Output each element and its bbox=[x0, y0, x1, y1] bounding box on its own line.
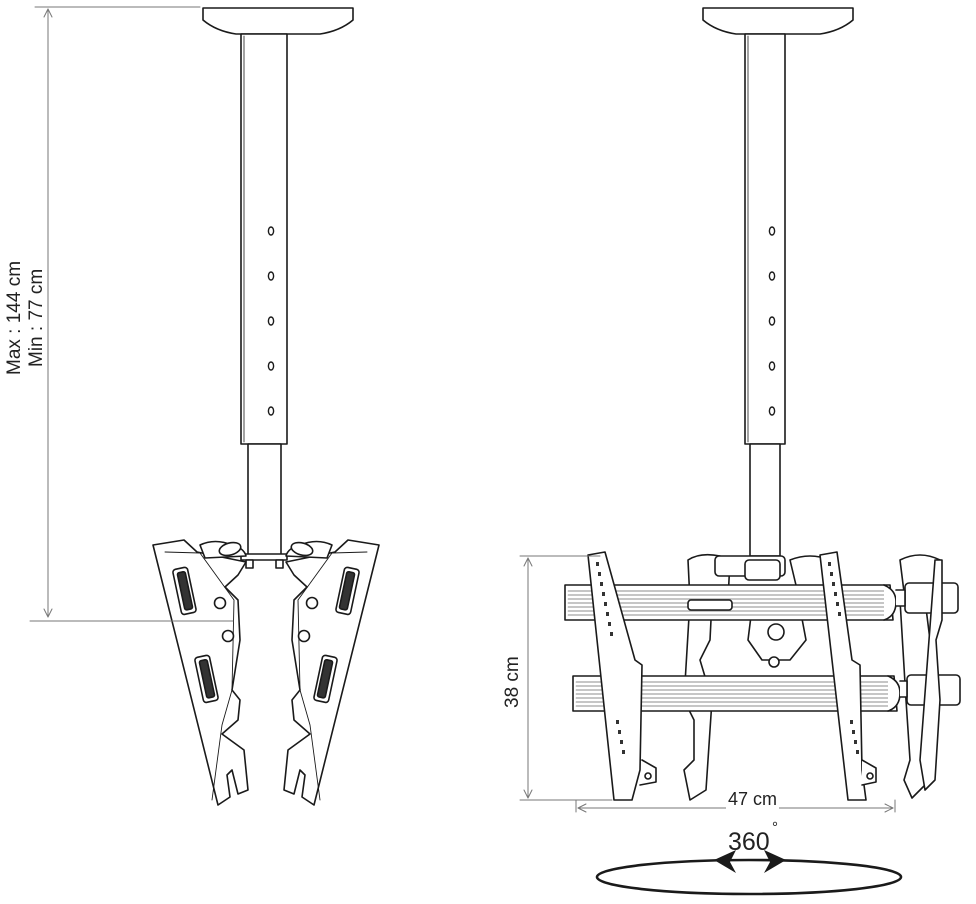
top-rail bbox=[564, 582, 959, 621]
inner-pole-side bbox=[247, 443, 282, 557]
pole-holes-front bbox=[768, 226, 776, 416]
bracket-width-label: 47 cm bbox=[726, 789, 780, 810]
rotation-indicator bbox=[595, 850, 903, 896]
bracket-height-label: 38 cm bbox=[502, 656, 523, 708]
left-vesa-arm bbox=[587, 551, 643, 801]
right-vesa-arm bbox=[819, 551, 867, 801]
front-view bbox=[564, 7, 961, 801]
rotation-label: 360 bbox=[728, 828, 770, 856]
side-view bbox=[152, 7, 380, 806]
pole-holes-side bbox=[267, 226, 275, 416]
ceiling-plate-front bbox=[702, 7, 854, 35]
rotation-arrow-right bbox=[764, 850, 786, 873]
rotation-arrow-left bbox=[714, 850, 736, 873]
outer-pole-front bbox=[744, 33, 786, 445]
height-dimension-line bbox=[29, 6, 234, 622]
outer-pole-side bbox=[240, 33, 288, 445]
height-max-label: Max : 144 cm bbox=[4, 260, 25, 375]
height-min-label: Min : 77 cm bbox=[26, 268, 47, 367]
inner-pole-front bbox=[749, 443, 781, 557]
ceiling-plate-side bbox=[202, 7, 354, 35]
degree-mark: ° bbox=[772, 819, 778, 836]
